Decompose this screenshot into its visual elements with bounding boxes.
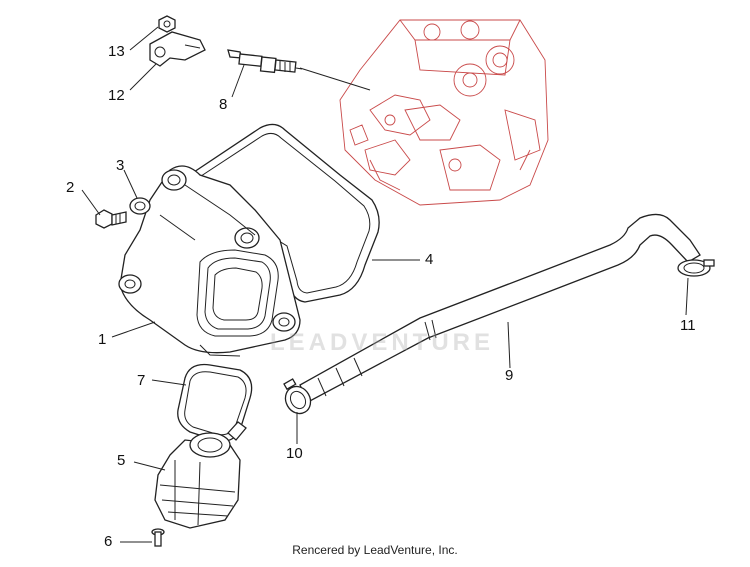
bolt-drawing bbox=[95, 209, 127, 229]
callout-6: 6 bbox=[104, 533, 113, 550]
hose-clamp-upper-drawing bbox=[677, 259, 715, 277]
screw-drawing bbox=[151, 528, 165, 547]
callout-11: 11 bbox=[680, 317, 696, 334]
render-credit-caption: Rencered by LeadVenture, Inc. bbox=[292, 543, 458, 557]
callout-10: 10 bbox=[286, 445, 303, 462]
callout-5: 5 bbox=[117, 452, 126, 469]
callout-8: 8 bbox=[219, 96, 228, 113]
callout-12: 12 bbox=[108, 87, 125, 104]
callout-2: 2 bbox=[66, 179, 75, 196]
callout-7: 7 bbox=[137, 372, 146, 389]
breather-housing-drawing bbox=[154, 421, 247, 529]
callout-3: 3 bbox=[116, 157, 125, 174]
callout-1: 1 bbox=[98, 331, 107, 348]
watermark: LEADVENTURE bbox=[270, 329, 495, 356]
valve-cover-drawing bbox=[118, 165, 301, 357]
callout-13: 13 bbox=[108, 43, 125, 60]
hose-clamp-lower-drawing bbox=[283, 378, 312, 415]
cylinder-head-drawing bbox=[339, 19, 549, 206]
leader-lines bbox=[81, 26, 689, 543]
breather-hose-drawing bbox=[299, 213, 701, 403]
washer-drawing bbox=[129, 197, 151, 215]
bracket-drawing bbox=[149, 31, 206, 67]
callout-4: 4 bbox=[425, 251, 434, 268]
callout-9: 9 bbox=[505, 367, 514, 384]
spark-plug-drawing bbox=[227, 49, 303, 74]
nut-drawing bbox=[158, 15, 176, 33]
